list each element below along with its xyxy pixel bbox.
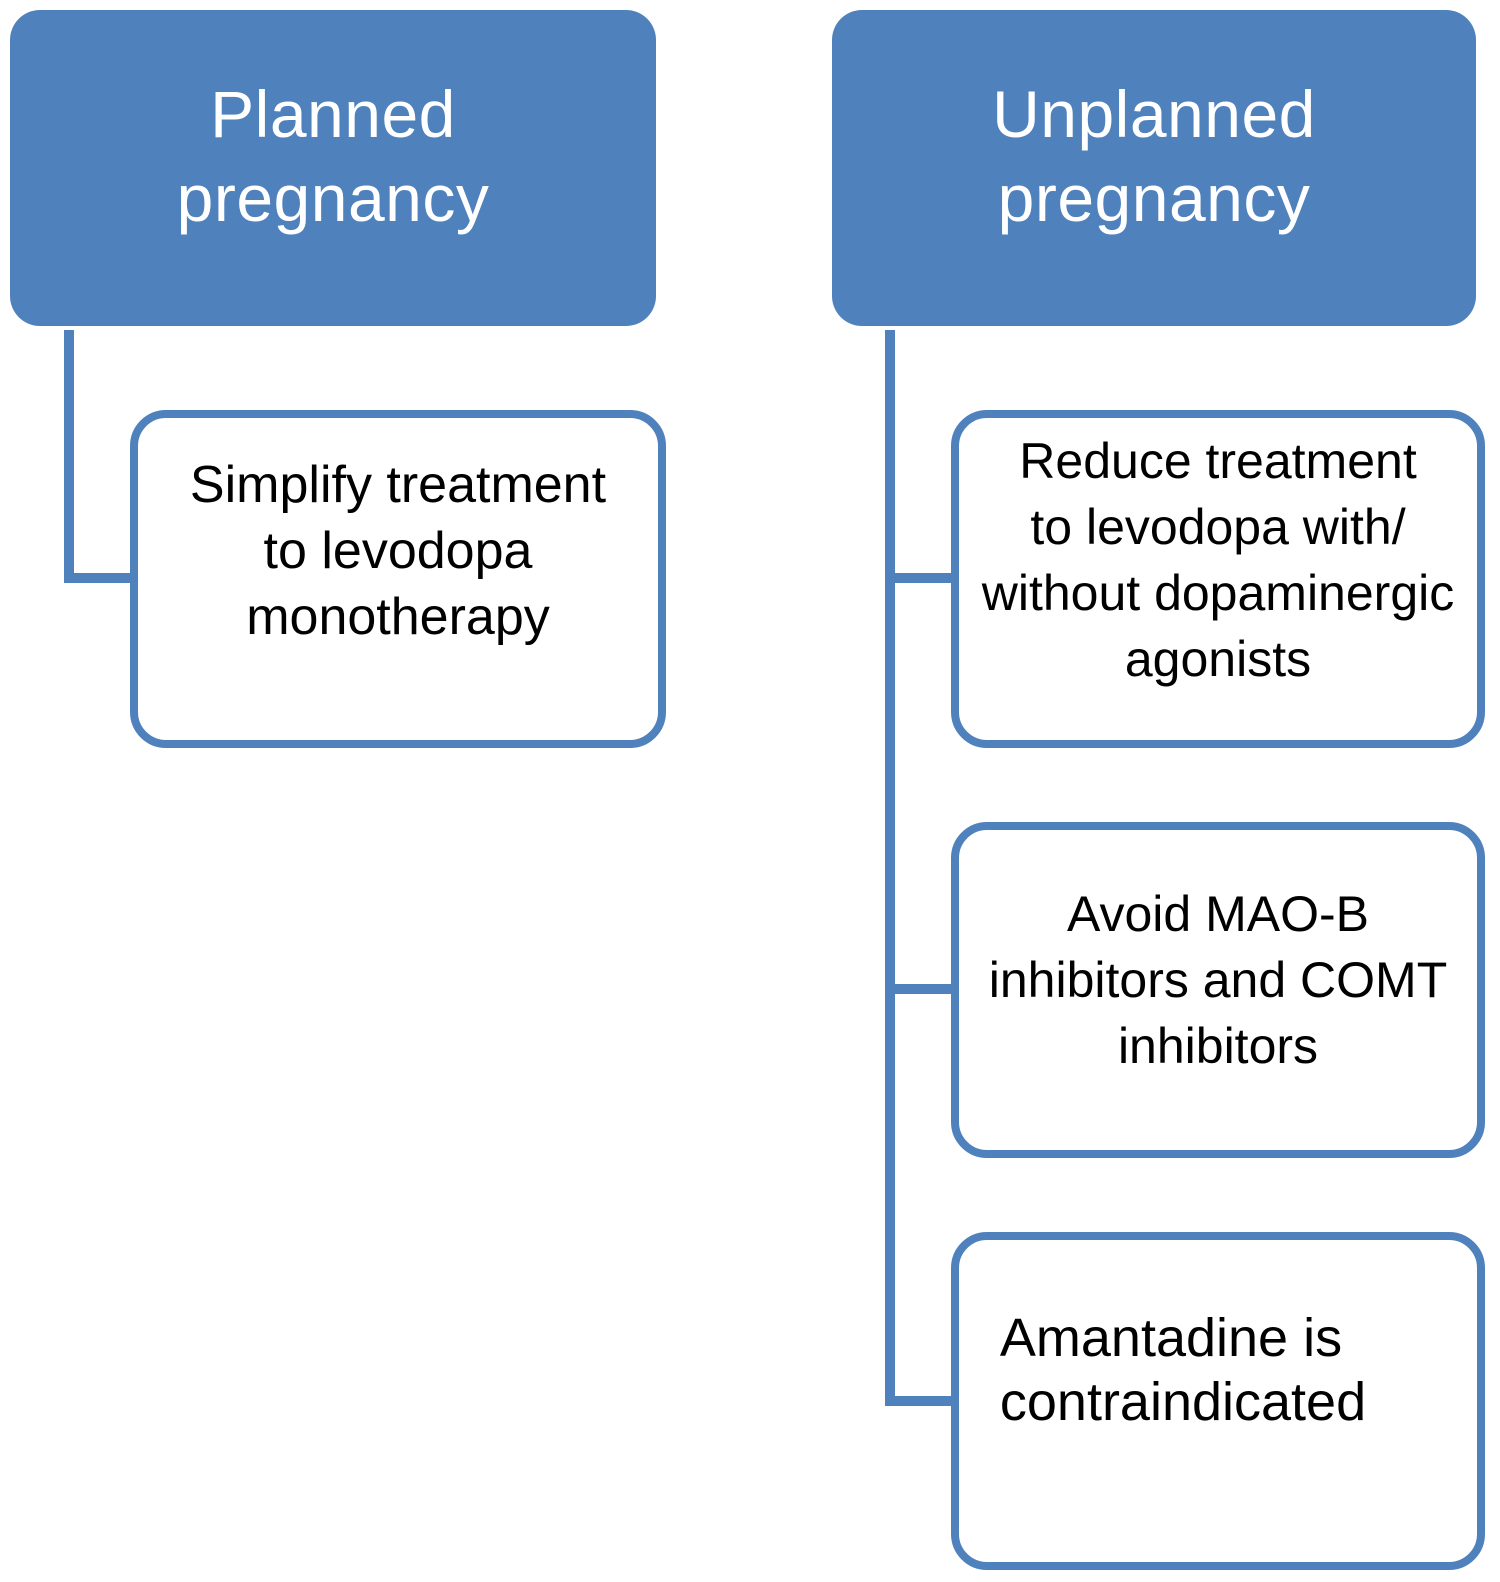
simplify-treatment-box: Simplify treatment to levodopa monothera… bbox=[130, 410, 666, 748]
unplanned-pregnancy-header: Unplanned pregnancy bbox=[832, 10, 1476, 326]
avoid-inhibitors-box: Avoid MAO-B inhibitors and COMT inhibito… bbox=[951, 822, 1485, 1158]
reduce-treatment-text: Reduce treatment to levodopa with/ witho… bbox=[981, 433, 1455, 687]
unplanned-pregnancy-title: Unplanned pregnancy bbox=[992, 77, 1316, 235]
connector-planned-simplify bbox=[64, 330, 134, 583]
planned-pregnancy-header: Planned pregnancy bbox=[10, 10, 656, 326]
amantadine-text: Amantadine is contraindicated bbox=[999, 1308, 1367, 1432]
planned-pregnancy-title: Planned pregnancy bbox=[176, 77, 490, 235]
avoid-inhibitors-text: Avoid MAO-B inhibitors and COMT inhibito… bbox=[988, 886, 1448, 1074]
simplify-treatment-text: Simplify treatment to levodopa monothera… bbox=[189, 456, 607, 646]
reduce-treatment-box: Reduce treatment to levodopa with/ witho… bbox=[951, 410, 1485, 748]
amantadine-box: Amantadine is contraindicated bbox=[951, 1232, 1485, 1570]
